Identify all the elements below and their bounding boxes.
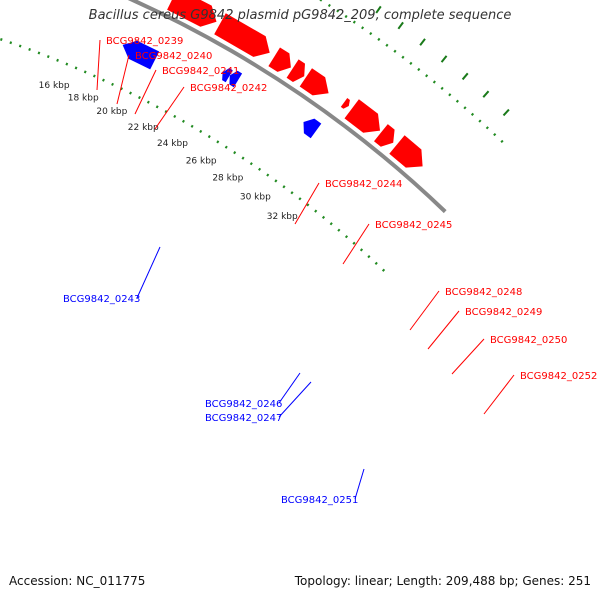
gene-leader-line [451,338,485,375]
gene-arrow [268,47,291,72]
gene-layer [122,0,423,168]
gene-label: BCG9842_0239 [106,36,183,47]
scale-label: 16 kbp [39,81,70,91]
gene-leader-line [96,39,101,91]
scale-label: 32 kbp [267,212,298,222]
ring-layer [0,0,510,274]
gene-arrow [374,124,395,147]
gene-leader-line [483,374,515,415]
gene-arrow [222,68,233,83]
gene-label: BCG9842_0252 [520,371,597,382]
accession-text: Accession: NC_011775 [9,574,146,588]
gene-leader-line [154,86,185,130]
map-title: Bacillus cereus G9842 plasmid pG9842_209… [88,8,512,23]
gene-leader-line [278,372,301,404]
scale-tick [461,72,469,81]
gene-leader-line [354,468,365,500]
gene-leader-line [134,69,157,115]
scale-label: 24 kbp [157,139,188,149]
gene-arrow [344,99,380,133]
gene-leader-line [116,54,130,105]
gene-label: BCG9842_0249 [465,307,542,318]
scale-tick [502,108,510,117]
gene-arrow [340,98,350,109]
gene-arrow [303,118,322,139]
gene-arrow [299,68,329,96]
scale-label: 20 kbp [96,107,127,117]
gene-label: BCG9842_0241 [162,66,239,77]
gene-leader-line [409,290,440,331]
scale-tick [397,21,404,30]
gene-label: BCG9842_0245 [375,220,452,231]
scale-tick [482,90,490,98]
scale-label: 26 kbp [186,156,217,166]
gene-label: BCG9842_0247 [205,413,282,424]
gene-arrow [167,0,217,27]
scale-label: 28 kbp [212,173,243,183]
gene-label: BCG9842_0251 [281,495,358,506]
gene-arrow [229,70,243,88]
gene-arrow [389,135,423,168]
scale-label: 18 kbp [68,94,99,104]
gene-label: BCG9842_0244 [325,179,402,190]
scale-tick [375,5,382,14]
gene-arrow [286,59,305,82]
gene-label: BCG9842_0240 [135,51,212,62]
gene-arrow [122,40,160,70]
gene-label: BCG9842_0246 [205,399,282,410]
scale-tick [419,38,426,46]
outer-dotted-ring [318,0,509,148]
inner-dotted-ring [0,37,388,274]
backbone-ring [127,0,447,214]
gene-leader-line [278,381,312,418]
summary-text: Topology: linear; Length: 209,488 bp; Ge… [294,574,591,588]
gene-label: BCG9842_0243 [63,294,140,305]
scale-label: 22 kbp [128,123,159,133]
gene-arrow [214,13,270,57]
gene-leader-line [136,246,161,299]
scale-tick [440,55,448,63]
gene-leader-line [427,310,460,350]
gene-label: BCG9842_0242 [190,83,267,94]
gene-leader-line [342,223,370,265]
scale-label: 30 kbp [240,192,271,202]
gene-leader-line [294,182,320,225]
gene-label: BCG9842_0248 [445,287,522,298]
gene-label: BCG9842_0250 [490,335,567,346]
